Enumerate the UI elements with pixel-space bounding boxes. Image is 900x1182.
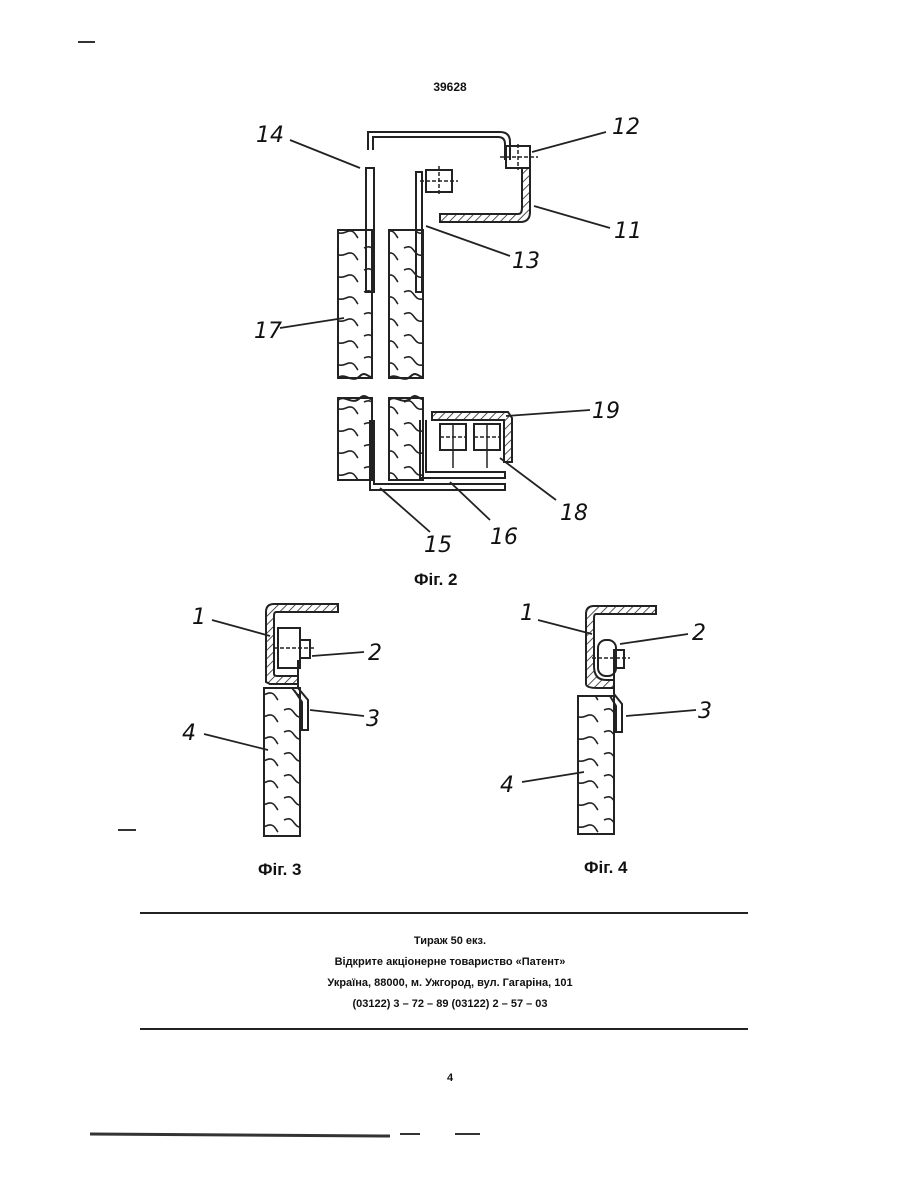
footer-top-rule [140,912,748,914]
fig2-label-18: 18 [560,501,588,526]
footer-circulation: Тираж 50 екз. [0,935,900,947]
fig2-label-11: 11 [614,219,642,244]
fig3-label-3: 3 [366,707,380,732]
footer-phones: (03122) 3 – 72 – 89 (03122) 2 – 57 – 03 [0,998,900,1010]
fig3-label-2: 2 [368,641,382,666]
fig2-caption: Фіг. 2 [414,570,458,590]
fig2-label-16: 16 [490,525,518,550]
fig2-label-17: 17 [254,319,282,344]
figure-4-drawing: 1 2 3 4 [500,601,712,834]
footer-bottom-rule [140,1028,748,1030]
fig2-label-13: 13 [512,249,540,274]
fig2-label-14: 14 [256,123,284,148]
figure-2-drawing: 14 12 11 13 17 19 18 15 16 [254,115,642,558]
footer-address: Україна, 88000, м. Ужгород, вул. Гагарін… [0,977,900,989]
fig3-caption: Фіг. 3 [258,860,302,880]
figure-3-drawing: 1 2 3 4 [182,604,382,836]
fig4-label-2: 2 [692,621,706,646]
footer-company: Відкрите акціонерне товариство «Патент» [0,956,900,968]
fig3-label-4: 4 [182,721,196,746]
fig2-label-19: 19 [592,399,620,424]
fig4-label-3: 3 [698,699,712,724]
fig4-label-4: 4 [500,773,514,798]
fig4-caption: Фіг. 4 [584,858,628,878]
fig4-label-1: 1 [520,601,534,626]
fig2-label-12: 12 [612,115,640,140]
fig2-label-15: 15 [424,533,452,558]
fig3-label-1: 1 [192,605,206,630]
page-number-footer: 4 [0,1072,900,1084]
